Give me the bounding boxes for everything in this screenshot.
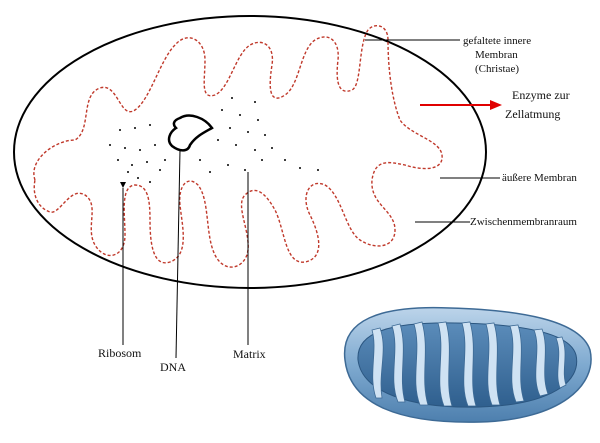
cristae-label-line1: gefaltete innere	[463, 35, 531, 47]
inner-membrane-cristae	[33, 24, 443, 268]
matrix-label: Matrix	[233, 347, 266, 361]
cristae-label-line2: Membran	[475, 49, 518, 61]
dna-strand	[167, 114, 214, 152]
enzymes-label-line2: Zellatmung	[505, 107, 560, 121]
leader-lines	[122, 39, 500, 359]
enzymes-label-line1: Enzyme zur	[512, 88, 570, 102]
cristae-label-line3: (Christae)	[475, 63, 519, 75]
outer-membrane	[13, 15, 487, 289]
intermembrane-space-label: Zwischenmembranraum	[470, 216, 577, 228]
enzymes-arrow	[420, 100, 502, 110]
mitochondrion-illustration	[343, 306, 592, 423]
dna-label: DNA	[160, 360, 186, 374]
outer-membrane-label: äußere Membran	[502, 172, 577, 184]
matrix-dots	[109, 97, 319, 183]
ribosome-particle	[120, 182, 126, 188]
ribosome-label: Ribosom	[98, 346, 142, 360]
